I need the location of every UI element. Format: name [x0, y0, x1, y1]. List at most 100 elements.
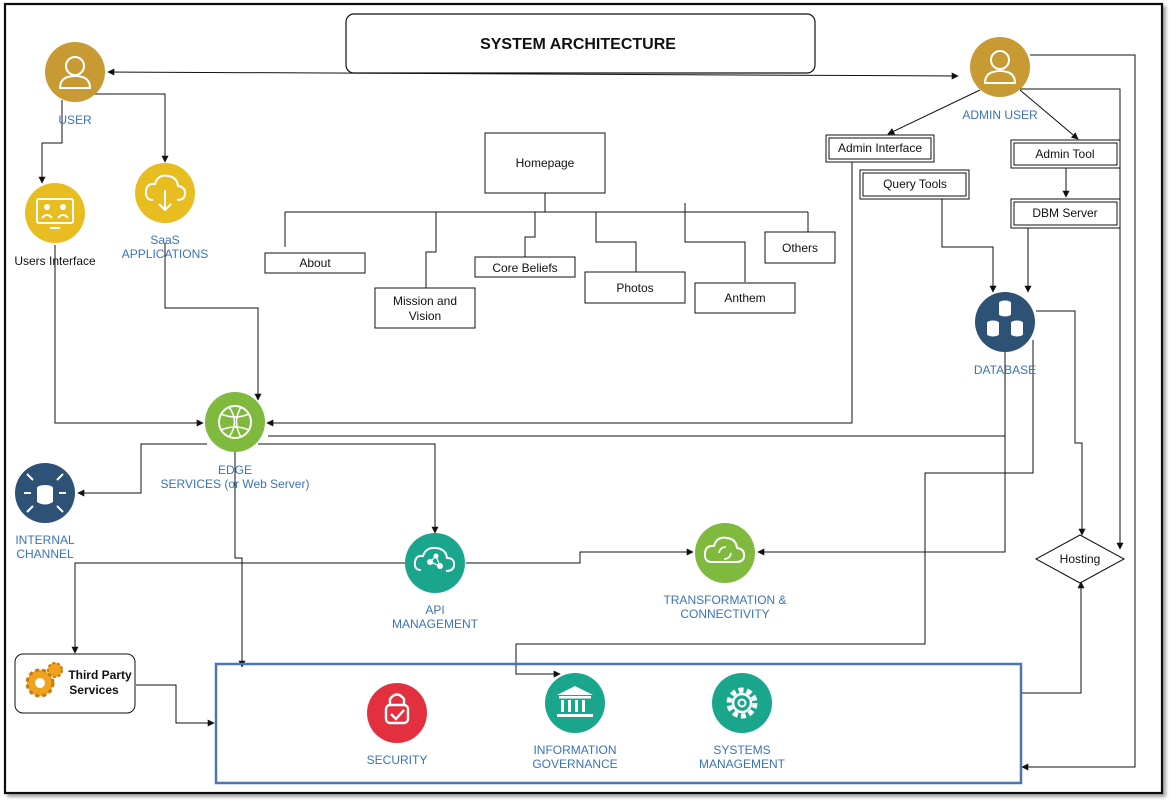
admin-tool-box[interactable]: Admin Tool	[1010, 139, 1121, 169]
title-box: SYSTEM ARCHITECTURE	[345, 13, 816, 74]
users-interface-label: Users Interface	[14, 254, 96, 268]
users-interface-node[interactable]: Users Interface	[14, 183, 96, 268]
cloud-sync-icon	[695, 523, 755, 583]
info-governance-label-line1: INFORMATION	[533, 743, 616, 757]
connector-edge-frame	[234, 452, 246, 668]
transformation-node[interactable]: TRANSFORMATION & CONNECTIVITY	[663, 523, 787, 621]
info-governance-node[interactable]: INFORMATION GOVERNANCE	[532, 673, 618, 771]
internal-channel-label-line1: INTERNAL	[15, 533, 75, 547]
connector-edge-api	[258, 443, 439, 534]
edge-label-line2: SERVICES (or Web Server)	[161, 477, 310, 491]
transformation-label-line1: TRANSFORMATION &	[663, 593, 786, 607]
tree-mission	[425, 212, 437, 288]
admin-interface-label: Admin Interface	[838, 141, 922, 155]
connector-db-hosting	[1036, 310, 1086, 536]
connector-db-frame	[515, 340, 1034, 678]
info-governance-label-line2: GOVERNANCE	[532, 757, 617, 771]
api-management-label-line2: MANAGEMENT	[392, 617, 479, 631]
homepage-label: Homepage	[516, 156, 575, 170]
connector-user-ui	[38, 100, 63, 184]
connector-saas-edge	[164, 243, 262, 401]
tree-core	[524, 212, 536, 257]
dbm-server-label: DBM Server	[1032, 206, 1097, 220]
hosting-label: Hosting	[1060, 552, 1101, 566]
connector-db-transform	[757, 436, 1006, 556]
connector-admin-hosting	[1020, 88, 1124, 550]
admin-boxes: Admin Interface Admin Tool Query Tools D…	[825, 134, 1121, 229]
tree-photos	[595, 212, 637, 272]
governance-frame	[214, 662, 1023, 785]
connector-admin-admininterface	[887, 89, 981, 135]
systems-management-label-line1: SYSTEMS	[713, 743, 770, 757]
connector-user-admin	[107, 68, 959, 80]
core-beliefs-box[interactable]: Core Beliefs	[474, 256, 576, 278]
query-tools-box[interactable]: Query Tools	[859, 169, 970, 200]
connectors	[38, 54, 1136, 771]
connector-edge-internal	[77, 443, 207, 497]
admin-interface-box[interactable]: Admin Interface	[825, 134, 935, 163]
network-nodes-icon	[405, 533, 465, 593]
connector-admininterface-edge	[266, 162, 853, 427]
homepage-box[interactable]: Homepage	[484, 132, 606, 194]
saas-label-line2: APPLICATIONS	[122, 247, 208, 261]
admin-user-label: ADMIN USER	[962, 108, 1038, 122]
homepage-tree: Homepage About Mission and Vision Core B…	[264, 132, 836, 329]
api-management-label-line1: API	[425, 603, 444, 617]
connector-api-thirdparty	[71, 562, 405, 654]
person-icon	[45, 42, 105, 102]
others-label: Others	[782, 241, 818, 255]
anthem-box[interactable]: Anthem	[694, 282, 796, 314]
about-label: About	[299, 256, 331, 270]
edge-label-line1: EDGE	[218, 463, 252, 477]
third-party-label-line2: Services	[69, 683, 119, 697]
photos-label: Photos	[616, 281, 653, 295]
security-label: SECURITY	[367, 753, 428, 767]
person-icon	[970, 37, 1030, 97]
saas-node[interactable]: SaaS APPLICATIONS	[122, 163, 208, 261]
lock-check-icon	[367, 683, 427, 743]
page-title: SYSTEM ARCHITECTURE	[480, 36, 676, 53]
connector-frame-hosting	[1022, 581, 1085, 694]
gear-icon	[712, 673, 772, 733]
tree-anthem	[684, 203, 746, 282]
connector-ui-edge	[54, 245, 204, 427]
connector-query-db	[941, 199, 997, 293]
database-cluster-icon	[975, 292, 1035, 352]
api-management-node[interactable]: API MANAGEMENT	[392, 533, 479, 631]
mission-box[interactable]: Mission and Vision	[374, 287, 476, 329]
photos-box[interactable]: Photos	[584, 271, 686, 304]
connector-thirdparty-frame	[136, 684, 215, 727]
mission-label-line1: Mission and	[393, 294, 457, 308]
query-tools-label: Query Tools	[883, 177, 947, 191]
systems-management-label-line2: MANAGEMENT	[699, 757, 786, 771]
internal-channel-label-line2: CHANNEL	[16, 547, 74, 561]
user-node[interactable]: USER	[45, 42, 105, 127]
hosting-node[interactable]: Hosting	[1034, 534, 1126, 584]
saas-label-line1: SaaS	[150, 233, 179, 247]
monitor-users-icon	[25, 183, 85, 243]
gears-icon	[25, 662, 63, 698]
user-label: USER	[58, 113, 92, 127]
connector-admin-admintool	[1019, 89, 1079, 140]
third-party-label-line1: Third Party	[68, 668, 132, 682]
connector-admin-frame	[1021, 54, 1136, 771]
others-box[interactable]: Others	[764, 231, 836, 264]
connector-api-transform	[466, 548, 694, 564]
database-node[interactable]: DATABASE	[974, 292, 1036, 377]
third-party-node[interactable]: Third Party Services	[14, 653, 136, 714]
database-label: DATABASE	[974, 363, 1036, 377]
dbm-server-box[interactable]: DBM Server	[1010, 198, 1121, 229]
about-box[interactable]: About	[264, 252, 366, 274]
edge-node[interactable]: EDGE SERVICES (or Web Server)	[161, 392, 310, 491]
anthem-label: Anthem	[724, 291, 765, 305]
core-beliefs-label: Core Beliefs	[492, 261, 557, 275]
security-node[interactable]: SECURITY	[367, 683, 428, 767]
admin-tool-label: Admin Tool	[1035, 147, 1094, 161]
connector-user-saas	[90, 93, 169, 163]
systems-management-node[interactable]: SYSTEMS MANAGEMENT	[699, 673, 786, 771]
admin-user-node[interactable]: ADMIN USER	[962, 37, 1038, 122]
internal-channel-node[interactable]: INTERNAL CHANNEL	[15, 463, 75, 561]
transformation-label-line2: CONNECTIVITY	[680, 607, 769, 621]
mission-label-line2: Vision	[409, 309, 441, 323]
